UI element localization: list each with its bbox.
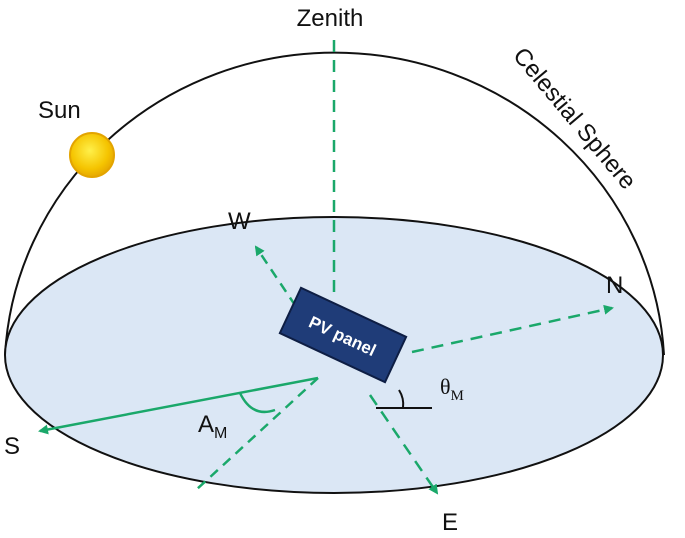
south-label: S: [4, 433, 20, 460]
azimuth-angle-label: AM: [198, 411, 227, 442]
azimuth-main: A: [198, 411, 214, 438]
pv-panel: PV panel: [278, 286, 408, 384]
panel-azimuth-projection: [195, 377, 319, 491]
azimuth-angle-arc: [238, 392, 276, 414]
celestial-dome-outline: [4, 51, 665, 356]
east-label: E: [442, 509, 458, 536]
west-axis-arrow: [254, 245, 307, 321]
west-label: W: [228, 208, 251, 235]
sun-icon: [69, 132, 115, 178]
tilt-angle-arc: [398, 389, 405, 409]
tilt-angle-label: θM: [440, 374, 464, 404]
zenith-label: Zenith: [297, 5, 364, 32]
azimuth-subscript: M: [214, 425, 227, 442]
sun-label: Sun: [38, 97, 81, 124]
north-axis-arrow: [411, 304, 614, 354]
tilt-subscript: M: [451, 388, 464, 404]
celestial-sphere-label: Celestial Sphere: [507, 43, 641, 195]
south-axis-arrow: [38, 376, 319, 435]
north-label: N: [606, 272, 623, 299]
tilt-main: θ: [440, 374, 451, 399]
